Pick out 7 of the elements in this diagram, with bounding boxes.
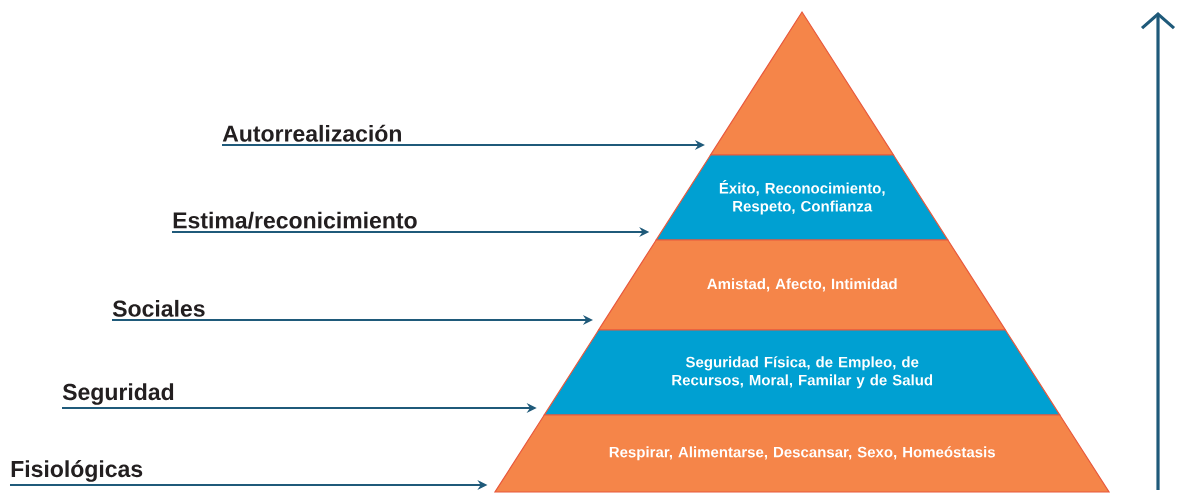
- level-label: Fisiológicas: [11, 460, 143, 482]
- pyramid-band: Éxito, Reconocimiento, Respeto, Confianza: [655, 154, 949, 241]
- level-label: Seguridad: [62, 383, 174, 405]
- level-label: Estima/reconicimiento: [173, 211, 417, 229]
- pyramid-band: Seguridad Física, de Empleo, de Recursos, Moral, Familar y de Salud: [543, 329, 1061, 416]
- level-label: Autorrealización: [222, 124, 401, 142]
- level-label: Sociales: [112, 299, 205, 317]
